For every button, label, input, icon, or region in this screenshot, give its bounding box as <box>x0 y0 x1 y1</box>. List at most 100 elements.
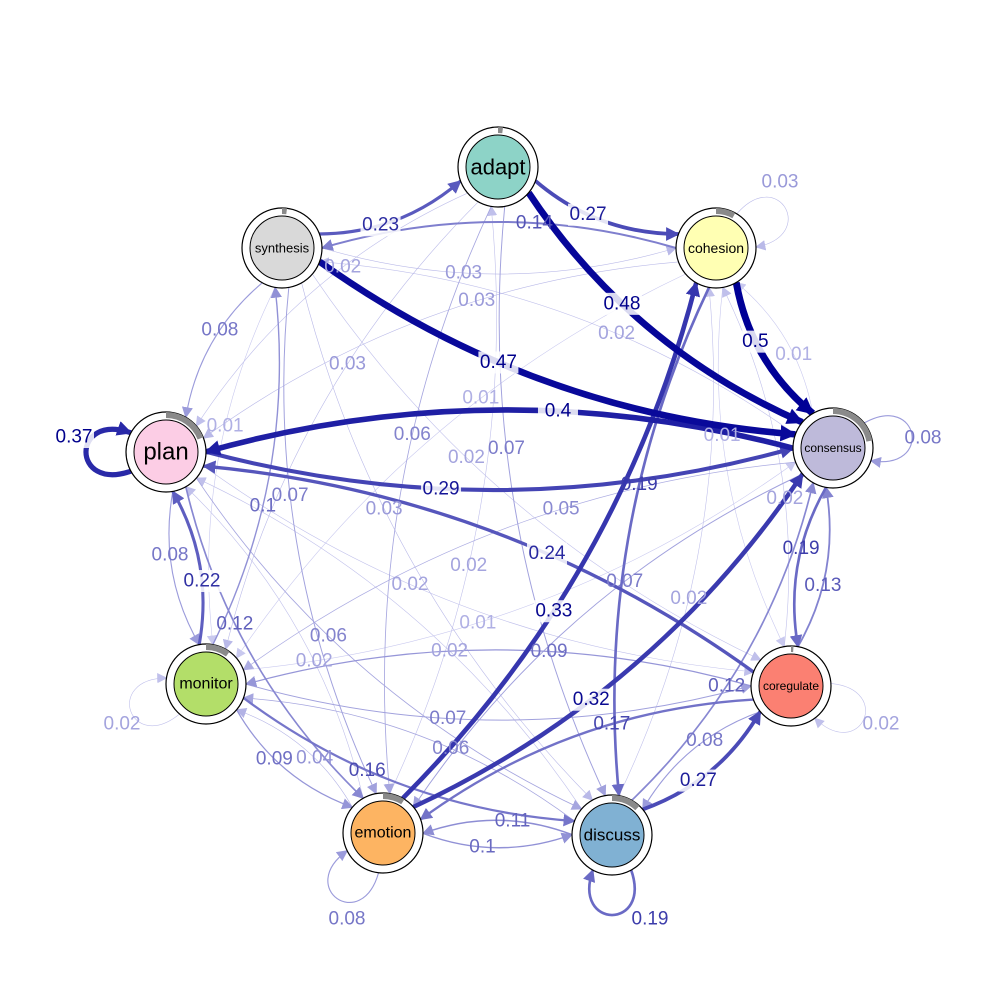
edge-label-cohesion-to-synthesis: 0.14 <box>516 213 553 234</box>
edge-monitor-to-discuss <box>242 697 576 827</box>
edge-label-synthesis-to-consensus: 0.47 <box>480 352 517 373</box>
node-circle <box>683 215 749 281</box>
edge-label-monitor-to-consensus: 0.01 <box>459 612 496 633</box>
node-label: emotion <box>355 825 412 842</box>
node-circle <box>579 802 645 868</box>
edge-label-plan-to-monitor: 0.08 <box>152 544 189 565</box>
edge-coregulate-to-monitor <box>244 649 752 687</box>
edge-label-discuss-to-monitor: 0.06 <box>432 738 469 759</box>
edge-label-discuss-to-coregulate: 0.27 <box>680 770 717 791</box>
edge-label-adapt-to-consensus: 0.48 <box>603 293 640 314</box>
edge-cohesion-to-cohesion <box>736 196 789 251</box>
edge-consensus-to-emotion <box>412 473 803 808</box>
edge-coregulate-to-coregulate <box>813 683 866 733</box>
edge-label-synthesis-to-discuss: 0.03 <box>366 498 403 519</box>
node-pie-arc <box>205 644 230 657</box>
edge-cohesion-to-consensus <box>732 281 816 417</box>
edge-label-synthesis-to-plan: 0.08 <box>201 319 238 340</box>
edge-label-discuss-to-emotion: 0.11 <box>495 810 531 831</box>
edge-coregulate-to-plan <box>202 460 755 674</box>
nodes-layer: adapt cohesion consensus coregulate discuss e… <box>125 126 874 876</box>
node-adapt[interactable]: adapt <box>457 126 539 208</box>
edge-label-monitor-to-monitor: 0.02 <box>104 714 141 735</box>
edge-label-consensus-to-consensus: 0.08 <box>905 428 942 449</box>
edge-emotion-to-cohesion <box>401 281 701 800</box>
edge-monitor-to-emotion <box>236 709 354 810</box>
edge-label-bg <box>735 330 776 353</box>
edge-synthesis-to-monitor <box>206 287 276 646</box>
edge-label-bg <box>678 769 719 792</box>
edge-discuss-to-coregulate <box>642 710 762 812</box>
edge-label-coregulate-to-monitor: 0.09 <box>531 641 568 662</box>
edge-label-emotion-to-consensus: 0.32 <box>573 689 610 710</box>
edge-label-cohesion-to-coregulate: 0.01 <box>704 425 741 446</box>
edge-label-bg <box>478 351 519 374</box>
node-pie-arc <box>715 208 736 219</box>
node-emotion[interactable]: emotion <box>342 792 424 874</box>
edge-label-bg <box>568 203 609 226</box>
edge-discuss-to-monitor <box>242 693 575 822</box>
edge-cohesion-to-plan <box>202 261 679 439</box>
edge-label-emotion-to-plan: 0.02 <box>296 651 333 672</box>
edge-label-bg <box>421 477 462 500</box>
edge-label-plan-to-coregulate: 0.02 <box>392 574 429 595</box>
node-label: synthesis <box>255 241 310 256</box>
edge-plan-to-plan <box>83 421 133 478</box>
node-label: consensus <box>804 441 861 455</box>
edge-emotion-to-monitor <box>235 708 353 808</box>
edge-consensus-to-consensus <box>863 415 913 468</box>
edge-coregulate-to-discuss <box>642 711 761 811</box>
edge-monitor-to-plan <box>171 490 205 645</box>
edge-label-plan-to-emotion: 0.12 <box>216 613 253 634</box>
edge-label-consensus-to-emotion: 0.07 <box>606 571 643 592</box>
edge-monitor-to-consensus <box>243 461 797 671</box>
node-pie-arc <box>165 412 204 440</box>
edge-emotion-to-discuss <box>422 832 574 849</box>
node-pie-arc <box>611 795 640 811</box>
edge-label-adapt-to-discuss: 0.07 <box>488 438 525 459</box>
node-cohesion[interactable]: cohesion <box>675 207 757 289</box>
edge-label-monitor-to-plan: 0.22 <box>184 571 221 592</box>
edge-label-coregulate-to-emotion: 0.17 <box>593 714 630 735</box>
edge-label-coregulate-to-cohesion: 0.02 <box>766 488 803 509</box>
edge-synthesis-to-consensus <box>317 258 798 442</box>
edge-synthesis-to-cohesion <box>321 245 677 275</box>
edge-cohesion-to-coregulate <box>717 287 785 648</box>
edge-adapt-to-plan <box>195 192 468 427</box>
node-discuss[interactable]: discuss <box>571 794 653 876</box>
edge-label-bg <box>360 214 401 237</box>
edge-plan-to-discuss <box>195 477 583 810</box>
node-plan[interactable]: plan <box>125 411 207 493</box>
node-label: monitor <box>179 676 233 693</box>
node-circle <box>758 653 824 719</box>
edge-label-bg <box>526 542 567 565</box>
node-circle <box>249 215 315 281</box>
node-label: plan <box>143 439 188 466</box>
edge-discuss-to-plan <box>195 477 582 810</box>
edge-label-adapt-to-emotion: 0.06 <box>394 424 431 445</box>
edge-discuss-to-consensus <box>631 481 817 801</box>
edge-discuss-to-cohesion <box>618 286 716 796</box>
edge-adapt-to-consensus <box>525 190 804 426</box>
edge-label-monitor-to-discuss: 0.16 <box>349 760 386 781</box>
node-monitor[interactable]: monitor <box>165 643 247 725</box>
edge-discuss-to-emotion <box>421 819 573 836</box>
edge-label-coregulate-to-discuss: 0.08 <box>686 730 723 751</box>
node-coregulate[interactable]: coregulate <box>750 645 832 727</box>
node-consensus[interactable]: consensus <box>792 407 874 489</box>
node-synthesis[interactable]: synthesis <box>241 207 323 289</box>
edge-adapt-to-monitor <box>222 201 479 651</box>
node-pie-arc <box>382 793 405 805</box>
edge-label-emotion-to-emotion: 0.08 <box>329 909 366 930</box>
edge-label-discuss-to-discuss: 0.19 <box>632 909 669 930</box>
edge-label-consensus-to-monitor: 0.05 <box>543 499 580 520</box>
edge-label-monitor-to-emotion: 0.09 <box>256 748 293 769</box>
edge-label-bg <box>533 600 574 623</box>
node-pie-arc <box>832 408 873 442</box>
edge-label-plan-to-plan: 0.37 <box>56 427 93 448</box>
edge-label-emotion-to-discuss: 0.1 <box>469 837 495 858</box>
edge-label-coregulate-to-coregulate: 0.02 <box>863 714 900 735</box>
edge-plan-to-consensus <box>205 444 795 493</box>
